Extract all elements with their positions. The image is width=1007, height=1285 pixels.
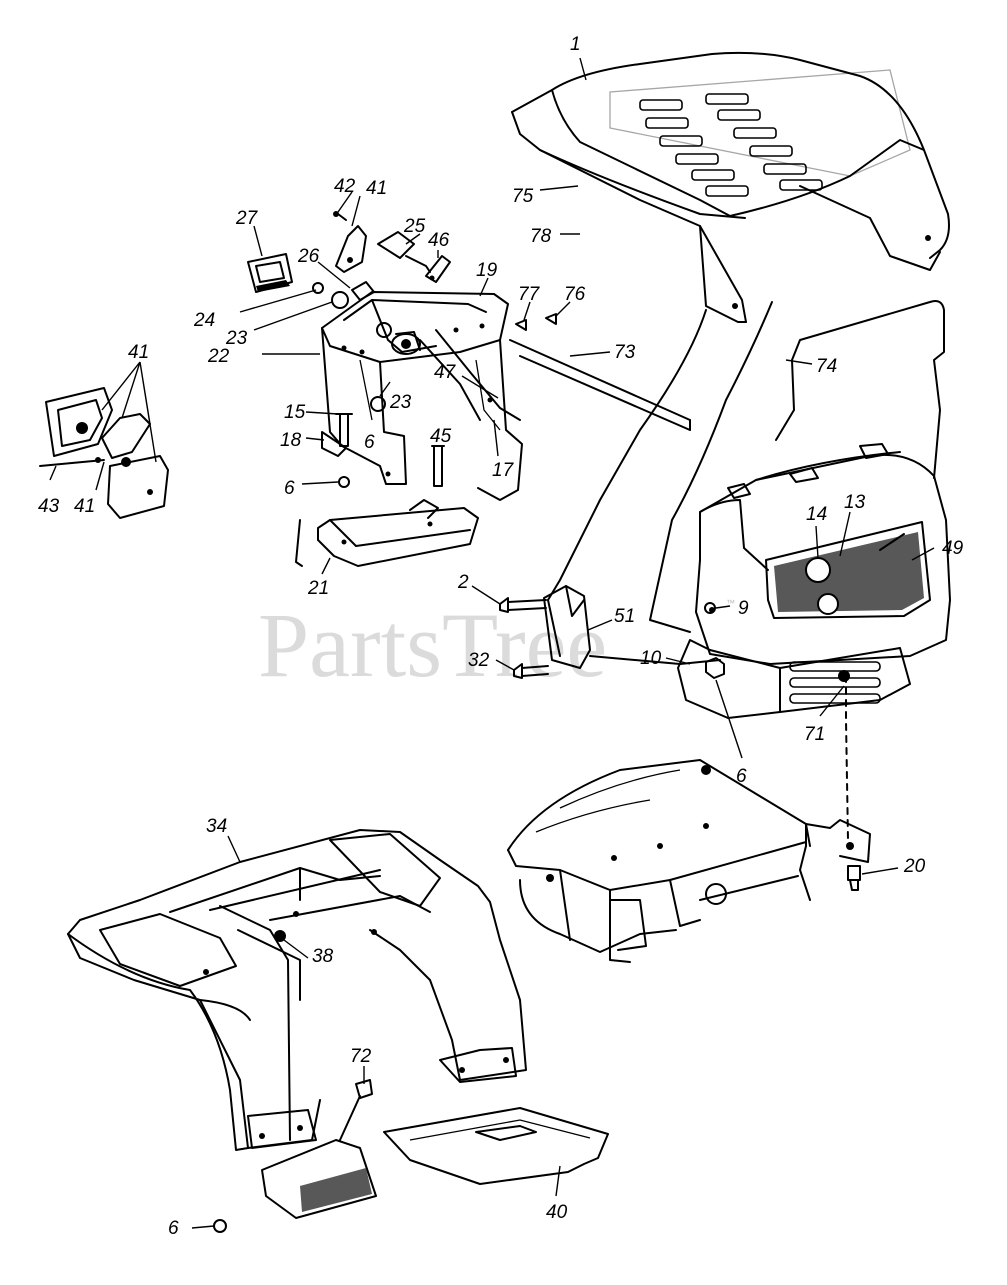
part-nut-6a[interactable] [338, 476, 350, 488]
part-dash-panel[interactable] [321, 291, 523, 501]
callout-15: 15 [284, 402, 306, 423]
callout-9: 9 [738, 598, 749, 619]
part-fender[interactable] [67, 829, 527, 1151]
callout-43: 43 [38, 496, 60, 517]
callout-45: 45 [430, 426, 452, 447]
callout-74: 74 [816, 356, 837, 377]
watermark-text: PartsTree [258, 594, 607, 696]
leader-lines [49, 57, 935, 1229]
callout-49: 49 [942, 538, 964, 559]
callout-21: 21 [307, 578, 329, 599]
callout-23-lower: 23 [389, 392, 412, 413]
part-dash-line-71 [845, 675, 849, 841]
part-bolt-45[interactable] [431, 445, 445, 487]
part-hood-wire[interactable] [775, 300, 945, 479]
part-knob-26[interactable] [351, 281, 375, 301]
part-floor-mat[interactable] [383, 1107, 609, 1185]
callout-41-bottom: 41 [74, 496, 95, 517]
callout-24: 24 [193, 310, 215, 331]
callout-26: 26 [297, 246, 320, 267]
hood-side-line-4 [589, 655, 681, 665]
part-bolt-20[interactable] [847, 865, 861, 891]
callout-20: 20 [903, 856, 926, 877]
part-bracket-51[interactable] [543, 585, 591, 669]
callout-6-plate: 6 [168, 1218, 179, 1239]
callout-6-dash: 6 [364, 432, 375, 453]
part-grille-nose[interactable] [677, 443, 951, 719]
callout-19: 19 [476, 260, 498, 281]
callout-18: 18 [280, 430, 302, 451]
part-knob-46[interactable] [425, 255, 451, 283]
part-nut-6c[interactable] [705, 657, 725, 679]
callout-14: 14 [806, 504, 827, 525]
part-nut-6d[interactable] [213, 1219, 227, 1233]
part-lever-assembly-41[interactable] [39, 387, 169, 519]
callout-71: 71 [804, 724, 825, 745]
callout-22: 22 [207, 346, 230, 367]
callout-75: 75 [512, 186, 534, 207]
part-foot-plate[interactable] [261, 1139, 377, 1219]
callout-23-upper: 23 [225, 328, 248, 349]
callout-51: 51 [614, 606, 635, 627]
part-switch-25[interactable] [377, 231, 431, 273]
part-washer-24[interactable] [312, 282, 324, 294]
callout-77: 77 [518, 284, 541, 305]
callout-40: 40 [546, 1202, 568, 1223]
callout-38: 38 [312, 946, 334, 967]
part-nut-9[interactable] [704, 602, 716, 614]
part-hood[interactable] [511, 51, 950, 323]
callout-76: 76 [564, 284, 586, 305]
part-nut-23c[interactable] [370, 396, 386, 412]
callout-41-top: 41 [366, 178, 387, 199]
part-key-switch[interactable] [391, 331, 421, 355]
part-frame[interactable] [507, 759, 871, 963]
callout-72: 72 [350, 1046, 372, 1067]
callout-25: 25 [403, 216, 426, 237]
hood-side-line-3 [547, 599, 561, 657]
part-lever-bracket[interactable] [333, 211, 367, 273]
callout-46: 46 [428, 230, 450, 251]
callout-17: 17 [492, 460, 515, 481]
callout-13: 13 [844, 492, 866, 513]
callout-1: 1 [570, 34, 581, 55]
part-bolt-72[interactable] [339, 1079, 373, 1141]
watermark-trademark: ™ [726, 598, 735, 608]
part-gauge-27[interactable] [247, 253, 293, 293]
part-bolt-2[interactable] [499, 597, 547, 613]
part-screw-77-76[interactable] [515, 313, 557, 331]
part-nut-23b[interactable] [376, 322, 392, 338]
part-hood-side-sweep[interactable] [547, 309, 707, 601]
callout-32: 32 [468, 650, 490, 671]
callout-73: 73 [614, 342, 636, 363]
callout-42: 42 [334, 176, 356, 197]
callout-78: 78 [530, 226, 552, 247]
callout-34: 34 [206, 816, 227, 837]
callout-27: 27 [235, 208, 259, 229]
callout-6-nose: 6 [736, 766, 747, 787]
callout-41-left: 41 [128, 342, 149, 363]
part-nut-23a[interactable] [331, 291, 349, 309]
part-bolt-32[interactable] [513, 663, 549, 679]
callout-47: 47 [434, 362, 457, 383]
part-bracket-18[interactable] [321, 431, 347, 457]
callout-2: 2 [457, 572, 469, 593]
callout-10: 10 [640, 648, 662, 669]
part-rod-73[interactable] [509, 339, 691, 431]
hood-side-line-2 [649, 301, 773, 633]
callout-labels: 1 75 78 42 41 25 46 27 26 19 77 76 24 23… [38, 34, 964, 1239]
part-bracket-21[interactable] [295, 499, 479, 567]
callout-6-bracket: 6 [284, 478, 295, 499]
